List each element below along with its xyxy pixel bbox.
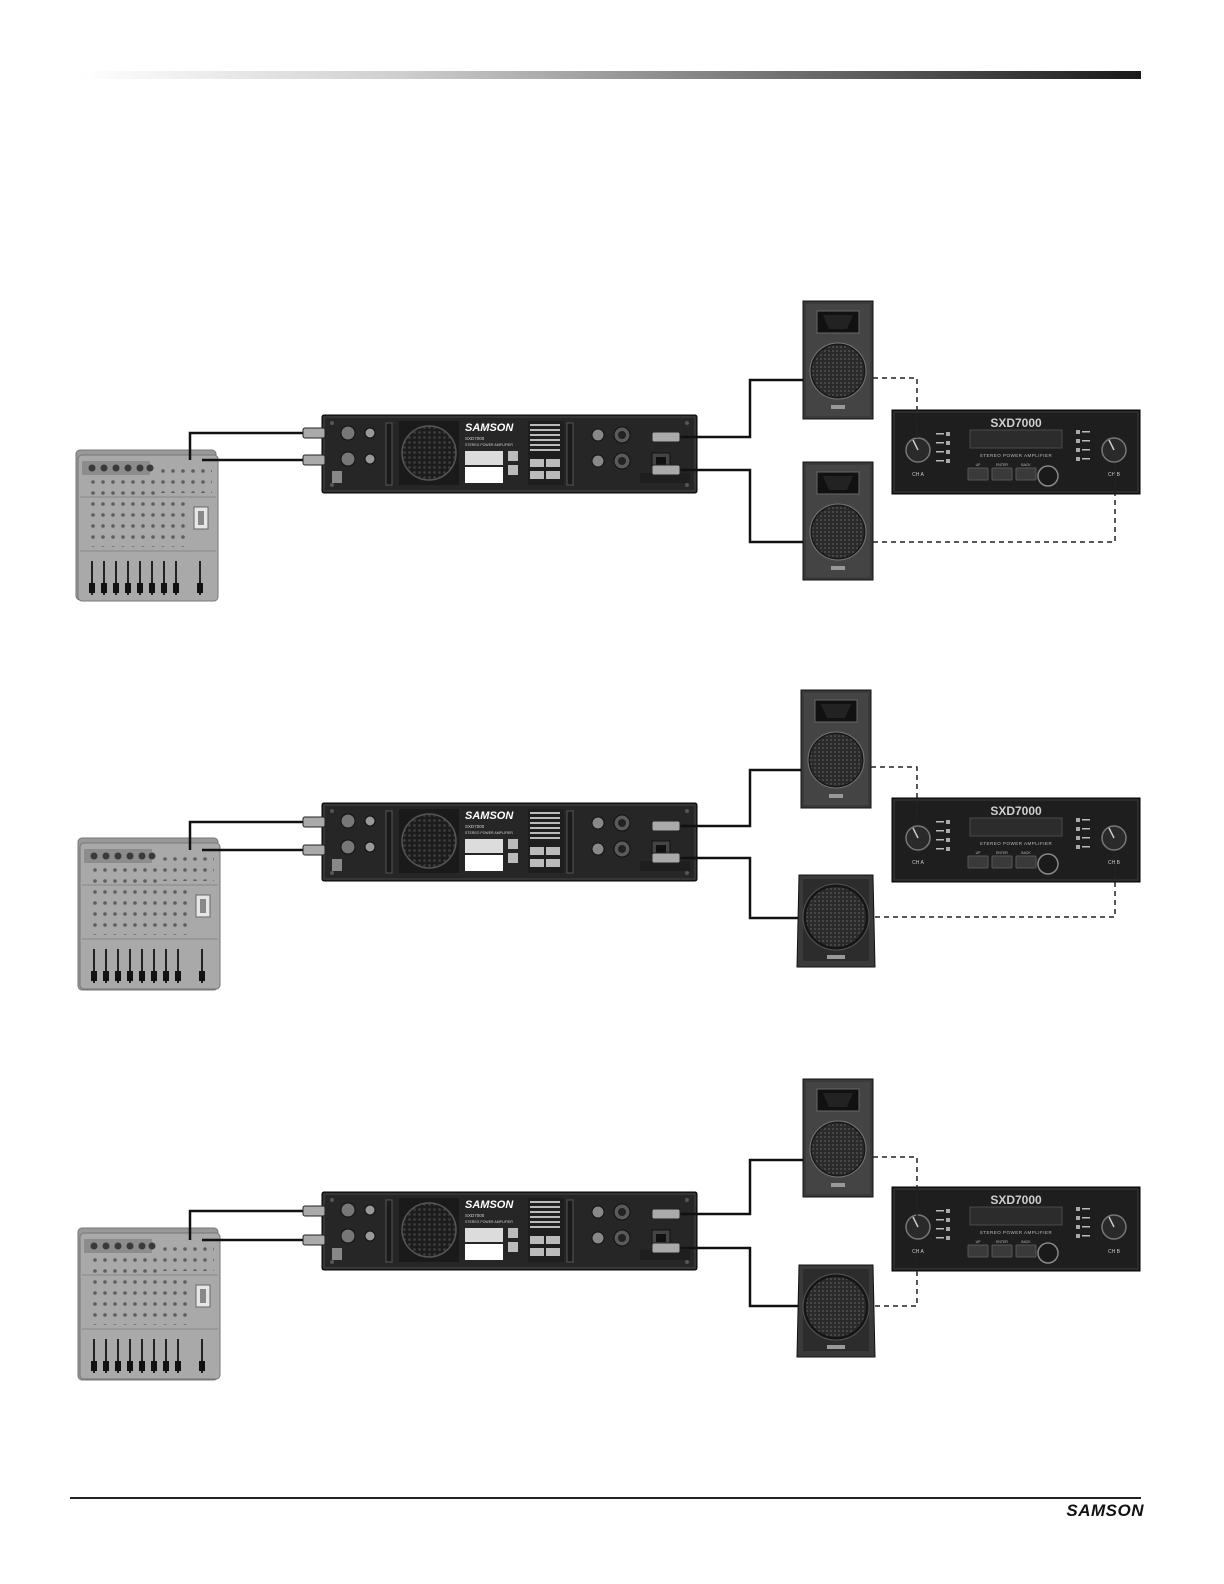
amp-rear-3 [322, 1192, 697, 1270]
subwoofer-3 [797, 1265, 875, 1357]
setup-1 [76, 301, 1140, 601]
speaker-1-top [803, 301, 873, 419]
amp-rear-2 [322, 803, 697, 881]
amp-front-3 [892, 1187, 1140, 1271]
setup-3 [78, 1079, 1140, 1380]
mixer-1 [78, 455, 218, 601]
speaker-2-top [801, 690, 871, 808]
subwoofer-2 [797, 875, 875, 967]
amp-rear-1 [322, 415, 697, 493]
footer-logo: SAMSON [1044, 1501, 1144, 1521]
amp-front-1 [892, 410, 1140, 494]
speaker-1-bottom [803, 462, 873, 580]
mixer-2 [80, 843, 220, 989]
setup-2 [78, 690, 1140, 990]
footer-rule [70, 1497, 1141, 1499]
amp-front-2 [892, 798, 1140, 882]
mixer-3 [80, 1233, 220, 1379]
speaker-3-top [803, 1079, 873, 1197]
